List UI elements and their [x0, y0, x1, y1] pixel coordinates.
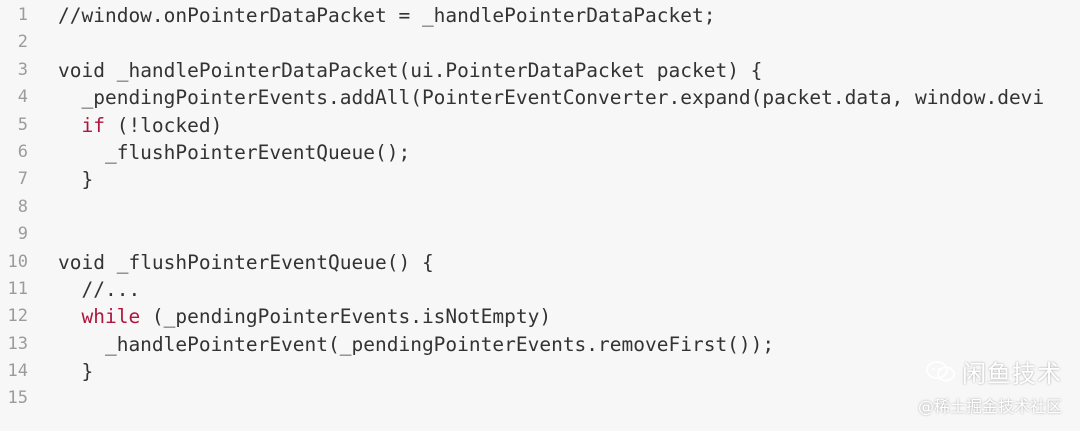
- code-line: 5 if (!locked): [0, 112, 1080, 139]
- code-line: 8: [0, 194, 1080, 221]
- line-number: 11: [7, 278, 28, 299]
- line-number: 12: [7, 306, 28, 327]
- line-number: 5: [17, 114, 28, 135]
- line-code: _pendingPointerEvents.addAll(PointerEven…: [58, 84, 1044, 111]
- code-text: void: [58, 58, 105, 82]
- code-keyword: while: [81, 305, 141, 329]
- code-text: _flushPointerEventQueue() {: [104, 250, 434, 274]
- code-text: _flushPointerEventQueue();: [58, 140, 411, 164]
- watermark: 闲鱼技术 @稀土掘金技术社区: [918, 354, 1062, 417]
- code-line: 12 while (_pendingPointerEvents.isNotEmp…: [0, 303, 1080, 330]
- code-text: }: [58, 168, 94, 192]
- code-line: 1 //window.onPointerDataPacket = _handleP…: [0, 2, 1080, 29]
- line-number: 7: [17, 169, 28, 190]
- code-line: 2: [0, 29, 1080, 56]
- code-keyword: if: [81, 113, 105, 137]
- line-number: 6: [17, 141, 28, 162]
- line-code: while (_pendingPointerEvents.isNotEmpty): [58, 303, 551, 330]
- watermark-title: 闲鱼技术: [962, 360, 1062, 388]
- code-text: //window.onPointerDataPacket = _handlePo…: [58, 4, 716, 27]
- line-number: 10: [7, 251, 28, 272]
- code-line: 14 }: [0, 358, 1080, 385]
- watermark-top: 闲鱼技术: [918, 354, 1062, 389]
- line-number: 14: [7, 361, 28, 382]
- code-text: [58, 114, 81, 137]
- code-text: (!locked): [104, 113, 223, 137]
- code-text: _handlePointerEvent(_pendingPointerEvent…: [58, 332, 775, 356]
- code-line: 11 //...: [0, 276, 1080, 303]
- code-line: 10 void _flushPointerEventQueue() {: [0, 249, 1080, 276]
- line-number: 1: [17, 5, 28, 25]
- line-number: 4: [17, 87, 28, 108]
- code-line: 9: [0, 221, 1080, 248]
- line-code: }: [58, 358, 93, 385]
- line-number: 3: [17, 59, 28, 80]
- line-code: void _handlePointerDataPacket(ui.Pointer…: [58, 57, 762, 84]
- code-text: _handlePointerDataPacket(ui.PointerDataP…: [104, 58, 763, 82]
- line-code: //...: [58, 276, 140, 303]
- code-line: 13 _handlePointerEvent(_pendingPointerEv…: [0, 331, 1080, 358]
- code-text: _pendingPointerEvents.addAll(PointerEven…: [58, 86, 1045, 110]
- code-line: 15: [0, 385, 1080, 412]
- code-text: void: [58, 250, 105, 274]
- line-number: 8: [17, 196, 28, 217]
- code-line: 3 void _handlePointerDataPacket(ui.Pointe…: [0, 57, 1080, 84]
- line-code: _handlePointerEvent(_pendingPointerEvent…: [58, 331, 774, 358]
- wechat-icon: [926, 360, 956, 383]
- code-text: (_pendingPointerEvents.isNotEmpty): [140, 305, 552, 329]
- code-text: }: [58, 360, 94, 384]
- line-code: //window.onPointerDataPacket = _handlePo…: [58, 2, 715, 29]
- code-line: 4 _pendingPointerEvents.addAll(PointerEv…: [0, 84, 1080, 111]
- line-code: _flushPointerEventQueue();: [58, 139, 410, 166]
- code-text: //...: [58, 277, 141, 301]
- line-code: }: [58, 166, 93, 193]
- line-number: 13: [7, 333, 28, 354]
- code-line: 6 _flushPointerEventQueue();: [0, 139, 1080, 166]
- code-text: [58, 305, 81, 328]
- watermark-subtitle: @稀土掘金技术社区: [917, 397, 1062, 416]
- line-number: 15: [7, 388, 28, 409]
- line-number: 2: [17, 32, 28, 53]
- code-line: 7 }: [0, 166, 1080, 193]
- line-code: void _flushPointerEventQueue() {: [58, 249, 434, 276]
- line-number: 9: [17, 224, 28, 245]
- line-code: if (!locked): [58, 112, 222, 139]
